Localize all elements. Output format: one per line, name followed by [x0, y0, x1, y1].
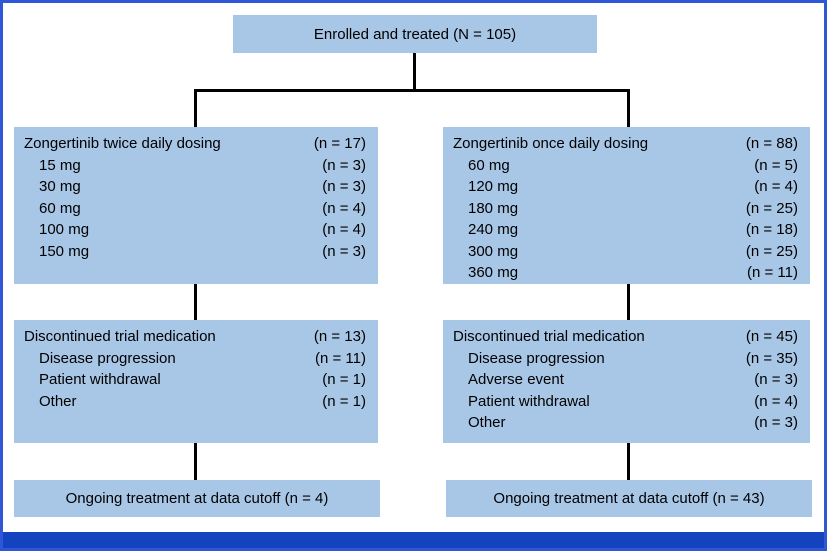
dose-row: 180 mg (n = 25) — [453, 198, 798, 220]
discontinued-count: (n = 45) — [745, 328, 798, 345]
dose-label: 120 mg — [468, 178, 519, 195]
dose-label: 60 mg — [39, 199, 81, 217]
enrolled-box: Enrolled and treated (N = 105) — [233, 15, 597, 53]
dosing-title: Zongertinib twice daily dosing — [24, 135, 221, 152]
reason-label: Adverse event — [468, 371, 564, 388]
dose-count: (n = 5) — [754, 156, 798, 174]
dose-label: 30 mg — [39, 178, 81, 195]
connector-right-mid-vertical — [627, 284, 630, 322]
enrolled-label: Enrolled and treated (N = 105) — [313, 25, 517, 43]
connector-right-branch-vertical — [627, 89, 630, 129]
dose-label: 60 mg — [468, 156, 510, 174]
dosing-box-once-daily: Zongertinib once daily dosing (n = 88) 6… — [443, 127, 810, 284]
dose-count: (n = 3) — [322, 156, 366, 174]
dose-count: (n = 25) — [745, 199, 798, 217]
reason-row: Disease progression (n = 11) — [24, 348, 366, 370]
reason-row: Other (n = 1) — [24, 391, 366, 413]
discontinued-count: (n = 13) — [313, 328, 366, 345]
dose-count: (n = 3) — [322, 242, 366, 260]
dose-row: 60 mg (n = 4) — [24, 198, 366, 220]
dose-row: 60 mg (n = 5) — [453, 155, 798, 177]
connector-left-branch-vertical — [194, 89, 197, 129]
discontinued-title-row: Discontinued trial medication (n = 45) — [453, 326, 798, 348]
dose-row: 30 mg (n = 3) — [24, 176, 366, 198]
reason-label: Disease progression — [39, 349, 176, 367]
ongoing-label: Ongoing treatment at data cutoff (n = 43… — [493, 490, 765, 507]
dose-row: 150 mg (n = 3) — [24, 241, 366, 263]
connector-left-mid-vertical — [194, 284, 197, 322]
discontinued-title-row: Discontinued trial medication (n = 13) — [24, 326, 366, 348]
dose-count: (n = 4) — [754, 178, 798, 195]
dosing-count: (n = 17) — [313, 135, 366, 152]
dosing-title: Zongertinib once daily dosing — [453, 135, 649, 152]
connector-left-low-vertical — [194, 443, 197, 482]
discontinued-title: Discontinued trial medication — [453, 328, 645, 345]
dose-label: 360 mg — [468, 264, 519, 281]
dosing-title-row: Zongertinib twice daily dosing (n = 17) — [24, 133, 366, 155]
bottom-accent-bar — [3, 532, 824, 548]
reason-count: (n = 3) — [754, 414, 798, 431]
reason-label: Patient withdrawal — [468, 392, 590, 410]
dosing-title-row: Zongertinib once daily dosing (n = 88) — [453, 133, 798, 155]
ongoing-box-once-daily: Ongoing treatment at data cutoff (n = 43… — [446, 480, 812, 517]
reason-count: (n = 4) — [754, 392, 798, 410]
dose-count: (n = 18) — [745, 221, 798, 238]
reason-count: (n = 11) — [315, 349, 366, 367]
dose-row: 15 mg (n = 3) — [24, 155, 366, 177]
dose-row: 100 mg (n = 4) — [24, 219, 366, 241]
reason-label: Disease progression — [468, 349, 605, 367]
dose-count: (n = 11) — [747, 264, 798, 281]
dose-row: 120 mg (n = 4) — [453, 176, 798, 198]
dose-row: 360 mg (n = 11) — [453, 262, 798, 284]
dose-label: 100 mg — [39, 221, 90, 238]
reason-label: Patient withdrawal — [39, 371, 161, 388]
dose-count: (n = 25) — [745, 242, 798, 260]
dose-row: 240 mg (n = 18) — [453, 219, 798, 241]
ongoing-label: Ongoing treatment at data cutoff (n = 4) — [65, 490, 329, 507]
reason-row: Adverse event (n = 3) — [453, 369, 798, 391]
dose-count: (n = 3) — [322, 178, 366, 195]
reason-row: Disease progression (n = 35) — [453, 348, 798, 370]
reason-label: Other — [468, 414, 506, 431]
connector-top-vertical — [413, 50, 416, 92]
reason-row: Other (n = 3) — [453, 412, 798, 434]
dose-row: 300 mg (n = 25) — [453, 241, 798, 263]
discontinued-box-twice-daily: Discontinued trial medication (n = 13) D… — [14, 320, 378, 443]
reason-count: (n = 3) — [754, 371, 798, 388]
discontinued-title: Discontinued trial medication — [24, 328, 216, 345]
dose-label: 300 mg — [468, 242, 519, 260]
dose-label: 15 mg — [39, 156, 81, 174]
dosing-count: (n = 88) — [745, 135, 798, 152]
dose-label: 240 mg — [468, 221, 519, 238]
dose-count: (n = 4) — [322, 221, 366, 238]
reason-count: (n = 1) — [322, 371, 366, 388]
dose-count: (n = 4) — [322, 199, 366, 217]
reason-count: (n = 35) — [745, 349, 798, 367]
reason-count: (n = 1) — [322, 392, 366, 410]
connector-right-low-vertical — [627, 443, 630, 482]
reason-row: Patient withdrawal (n = 1) — [24, 369, 366, 391]
ongoing-box-twice-daily: Ongoing treatment at data cutoff (n = 4) — [14, 480, 380, 517]
reason-row: Patient withdrawal (n = 4) — [453, 391, 798, 413]
dose-label: 150 mg — [39, 242, 90, 260]
connector-branch-horizontal — [194, 89, 630, 92]
dose-label: 180 mg — [468, 199, 519, 217]
dosing-box-twice-daily: Zongertinib twice daily dosing (n = 17) … — [14, 127, 378, 284]
discontinued-box-once-daily: Discontinued trial medication (n = 45) D… — [443, 320, 810, 443]
reason-label: Other — [39, 392, 77, 410]
